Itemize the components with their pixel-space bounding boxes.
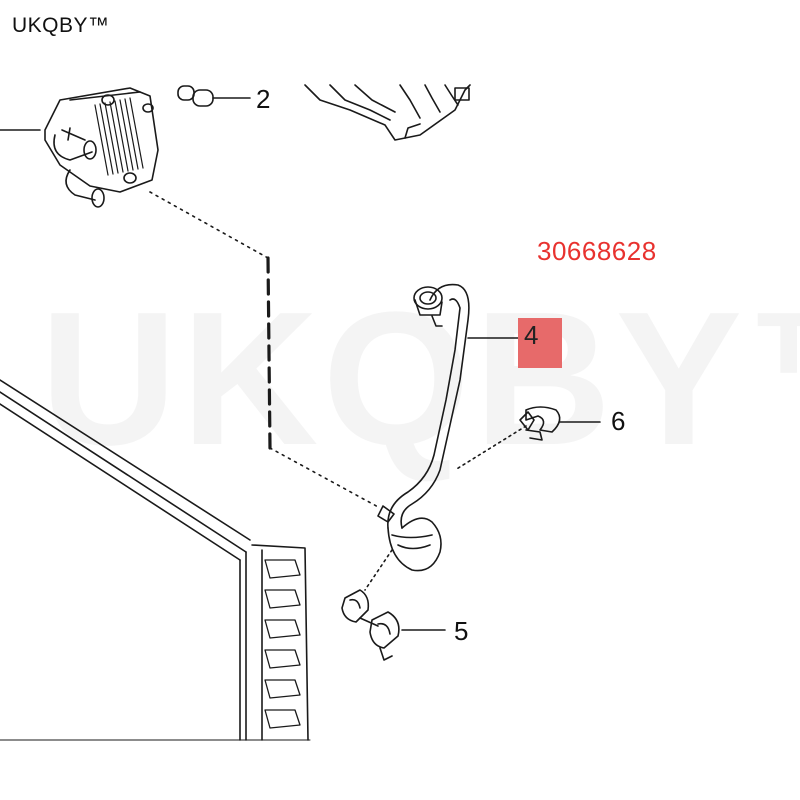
reference-leader: [149, 191, 381, 509]
coolant-hose: [377, 283, 521, 572]
brand-logo: UKQBY™: [12, 14, 110, 37]
oil-cooler: [0, 87, 159, 208]
watermark: UKQBY™: [40, 273, 800, 485]
engine-block: [304, 84, 471, 141]
callout-2: 2: [256, 84, 271, 114]
hose-clip-lower: [341, 549, 446, 661]
callout-4: 4: [524, 320, 539, 350]
callout-5: 5: [454, 616, 469, 646]
hose-clip-upper: [454, 406, 601, 471]
o-ring-part: [177, 85, 251, 107]
callout-6: 6: [611, 406, 626, 436]
part-number-label: 30668628: [537, 236, 657, 266]
radiator: [0, 379, 311, 741]
highlight-box: [518, 318, 562, 368]
